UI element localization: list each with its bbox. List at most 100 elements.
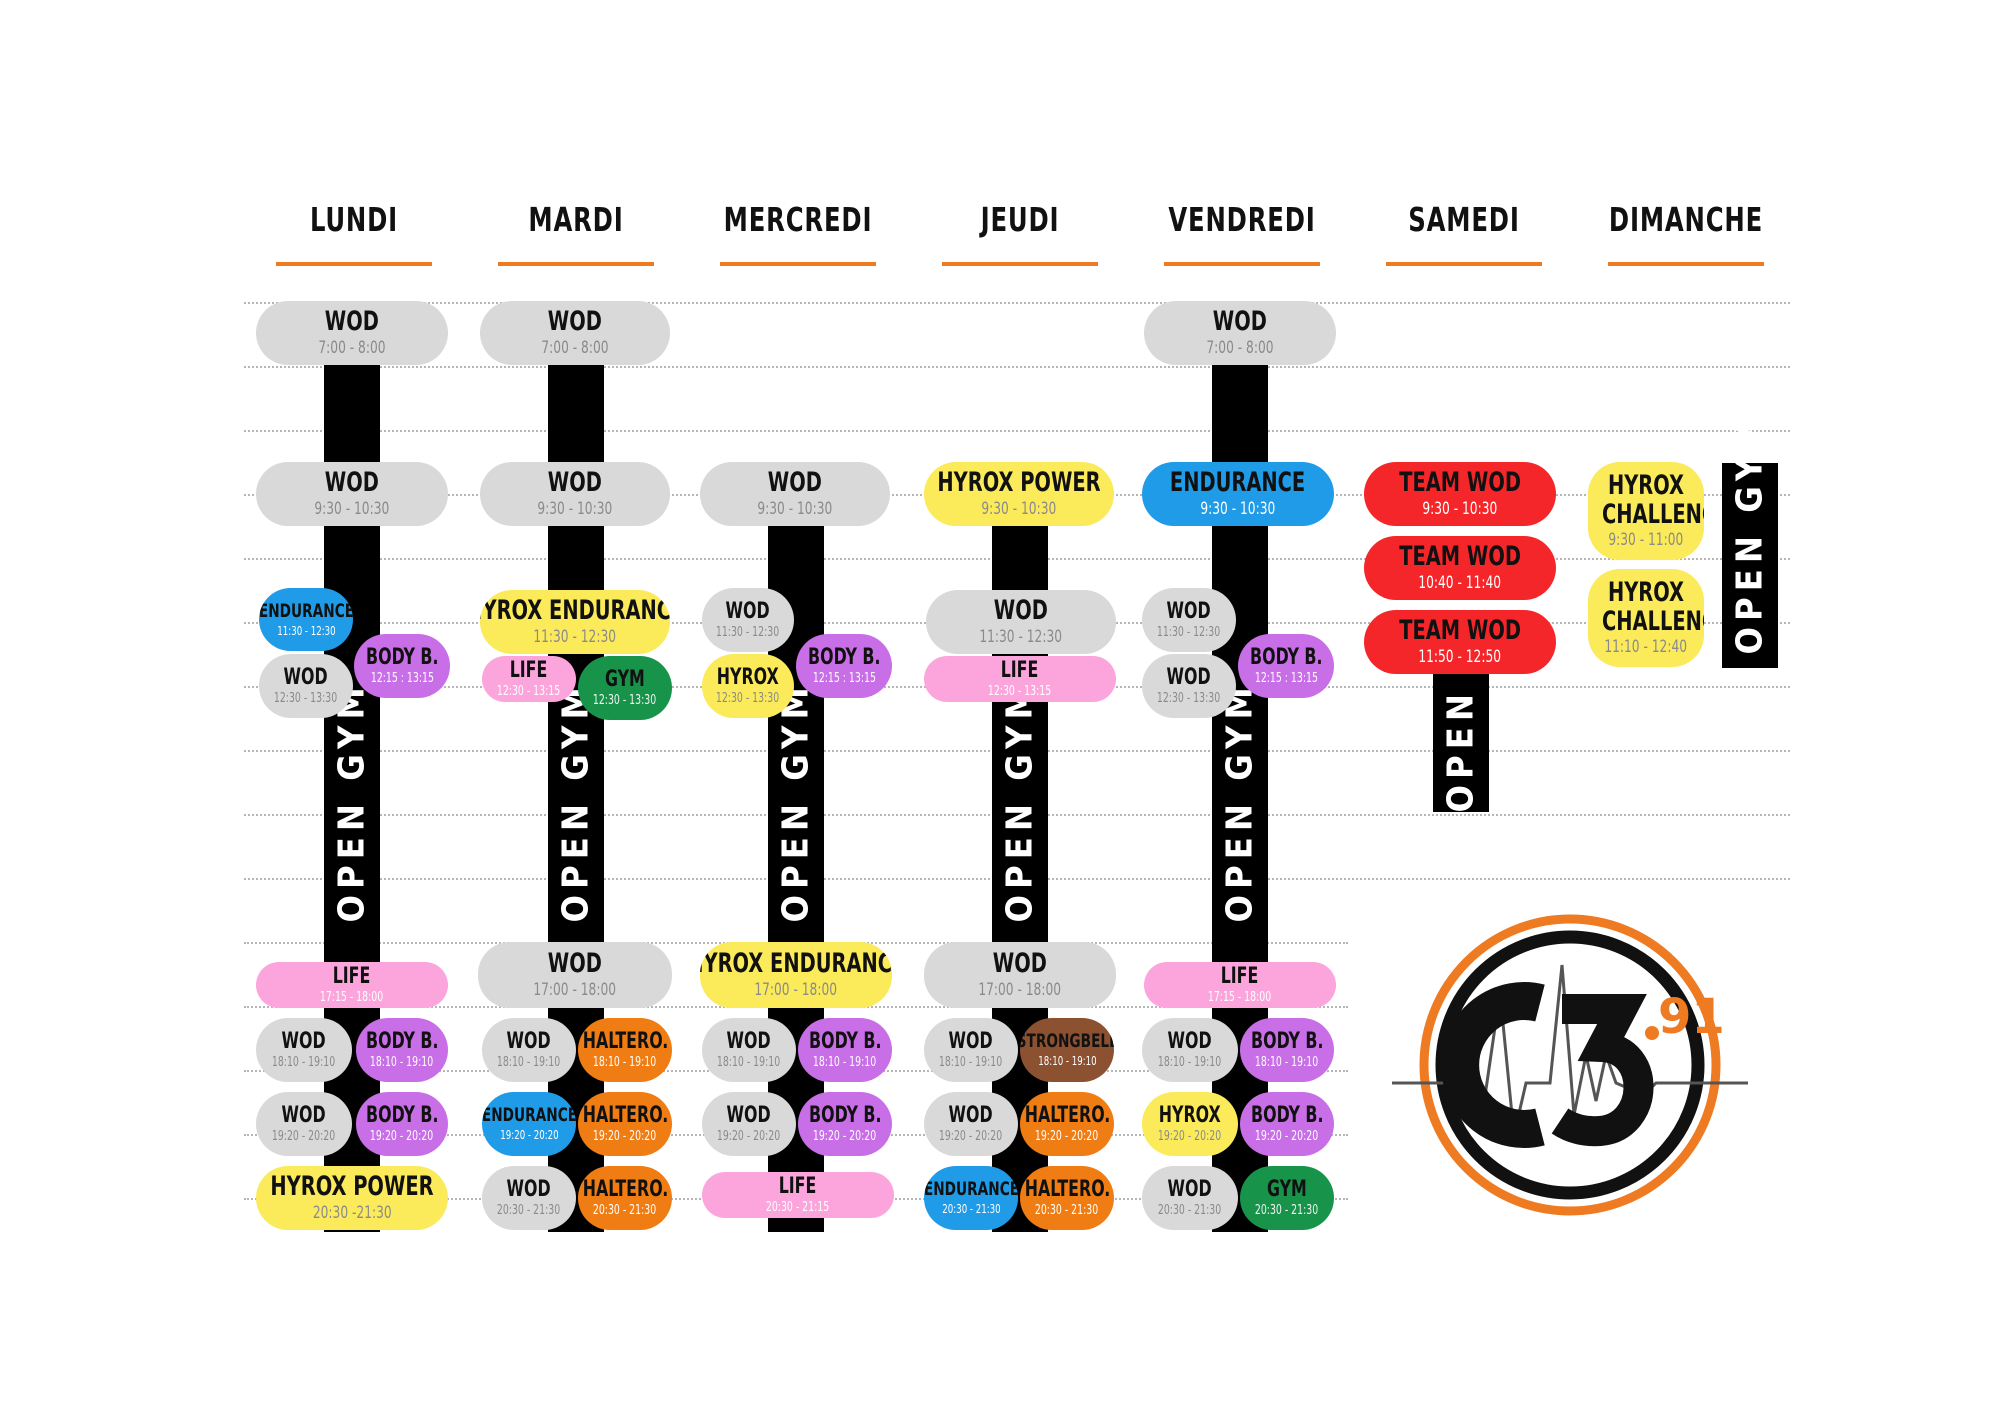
class-name: WOD xyxy=(993,595,1049,627)
class-pill[interactable]: WOD 9:30 - 10:30 xyxy=(480,462,670,526)
class-pill[interactable]: WOD 11:30 - 12:30 xyxy=(702,588,794,652)
class-pill[interactable]: WOD 11:30 - 12:30 xyxy=(926,590,1116,654)
class-pill[interactable]: BODY B. 19:20 - 20:20 xyxy=(798,1092,892,1156)
class-name: HALTERO. xyxy=(1024,1103,1110,1129)
class-pill[interactable]: BODY B. 12:15 : 13:15 xyxy=(796,634,892,698)
class-pill[interactable]: TEAM WOD 9:30 - 10:30 xyxy=(1364,462,1556,526)
class-time: 19:20 - 20:20 xyxy=(272,1129,336,1145)
class-name: HALTERO. xyxy=(582,1177,668,1203)
class-name: HYROX ENDURANCE xyxy=(480,595,670,627)
class-time: 12:30 - 13:30 xyxy=(593,693,657,709)
class-time: 9:30 - 10:30 xyxy=(1200,498,1276,519)
class-pill[interactable]: BODY B. 19:20 - 20:20 xyxy=(1240,1092,1334,1156)
class-pill[interactable]: HYROX CHALLENGE 11:10 - 12:40 xyxy=(1588,569,1704,667)
class-name: TEAM WOD xyxy=(1399,467,1521,499)
class-pill[interactable]: WOD 18:10 - 19:10 xyxy=(1142,1018,1238,1082)
class-name: GYM xyxy=(1267,1177,1307,1203)
class-pill[interactable]: WOD 20:30 - 21:30 xyxy=(1142,1166,1238,1230)
class-time: 9:30 - 10:30 xyxy=(537,498,613,519)
class-name: WOD xyxy=(547,948,603,980)
class-name: WOD xyxy=(324,306,380,338)
class-time: 11:30 - 12:30 xyxy=(979,626,1063,647)
class-pill[interactable]: HALTERO. 20:30 - 21:30 xyxy=(578,1166,672,1230)
class-pill[interactable]: HYROX ENDURANCE 11:30 - 12:30 xyxy=(480,590,670,654)
class-time: 20:30 - 21:15 xyxy=(766,1200,830,1216)
class-name: TEAM WOD xyxy=(1399,615,1521,647)
class-pill[interactable]: HYROX POWER 9:30 - 10:30 xyxy=(924,462,1114,526)
class-time: 12:30 - 13:15 xyxy=(497,684,561,700)
class-pill[interactable]: HYROX 19:20 - 20:20 xyxy=(1142,1092,1238,1156)
class-pill[interactable]: WOD 17:00 - 18:00 xyxy=(924,942,1116,1008)
class-pill[interactable]: TEAM WOD 11:50 - 12:50 xyxy=(1364,610,1556,674)
class-pill[interactable]: WOD 7:00 - 8:00 xyxy=(256,301,448,365)
class-pill[interactable]: WOD 18:10 - 19:10 xyxy=(924,1018,1018,1082)
class-pill[interactable]: GYM 12:30 - 13:30 xyxy=(578,656,672,720)
class-pill[interactable]: BODY B. 18:10 - 19:10 xyxy=(798,1018,892,1082)
class-pill[interactable]: LIFE 12:30 - 13:15 xyxy=(482,656,576,702)
class-pill[interactable]: LIFE 17:15 - 18:00 xyxy=(1144,962,1336,1008)
class-pill[interactable]: WOD 12:30 - 13:30 xyxy=(1142,654,1236,718)
class-pill[interactable]: ENDURANCE 11:30 - 12:30 xyxy=(259,588,353,651)
class-time: 18:10 - 19:10 xyxy=(370,1055,434,1071)
class-pill[interactable]: WOD 19:20 - 20:20 xyxy=(702,1092,796,1156)
class-pill[interactable]: HALTERO. 19:20 - 20:20 xyxy=(578,1092,672,1156)
class-pill[interactable]: BODY B. 12:15 : 13:15 xyxy=(354,634,450,698)
class-pill[interactable]: WOD 9:30 - 10:30 xyxy=(700,462,890,526)
class-name: LIFE xyxy=(333,964,371,990)
class-pill[interactable]: WOD 19:20 - 20:20 xyxy=(924,1092,1018,1156)
class-name: BODY B. xyxy=(1249,645,1323,671)
class-name: LIFE xyxy=(510,658,548,684)
class-pill[interactable]: BODY B. 18:10 - 19:10 xyxy=(1240,1018,1334,1082)
class-pill[interactable]: GYM 20:30 - 21:30 xyxy=(1240,1166,1334,1230)
class-time: 18:10 - 19:10 xyxy=(1158,1055,1222,1071)
class-time: 11:30 - 12:30 xyxy=(276,623,336,638)
class-pill[interactable]: LIFE 12:30 - 13:15 xyxy=(924,656,1116,702)
class-time: 9:30 - 10:30 xyxy=(757,498,833,519)
class-pill[interactable]: HYROX POWER 20:30 -21:30 xyxy=(256,1166,448,1230)
class-pill[interactable]: ENDURANCE 9:30 - 10:30 xyxy=(1142,462,1334,526)
class-pill[interactable]: HYROX 12:30 - 13:30 xyxy=(702,654,794,718)
class-pill[interactable]: WOD 17:00 - 18:00 xyxy=(478,942,672,1008)
class-name: ENDURANCE xyxy=(924,1178,1018,1201)
class-pill[interactable]: WOD 12:30 - 13:30 xyxy=(259,654,353,718)
class-pill[interactable]: HALTERO. 20:30 - 21:30 xyxy=(1020,1166,1114,1230)
class-pill[interactable]: STRONGBELL 18:10 - 19:10 xyxy=(1020,1018,1114,1082)
class-pill[interactable]: WOD 7:00 - 8:00 xyxy=(1144,301,1336,365)
day-header-jeudi: JEUDI xyxy=(980,200,1060,239)
class-time: 18:10 - 19:10 xyxy=(497,1055,561,1071)
class-pill[interactable]: HYROX ENDURANCE 17:00 - 18:00 xyxy=(700,942,892,1008)
class-pill[interactable]: LIFE 17:15 - 18:00 xyxy=(256,962,448,1008)
open-gym-label: OPEN GYM xyxy=(331,681,373,923)
class-pill[interactable]: BODY B. 18:10 - 19:10 xyxy=(356,1018,448,1082)
c3-91-logo: 91 xyxy=(1392,914,1748,1216)
class-name: WOD xyxy=(1212,306,1268,338)
class-pill[interactable]: WOD 7:00 - 8:00 xyxy=(480,301,670,365)
class-pill[interactable]: BODY B. 12:15 : 13:15 xyxy=(1238,634,1334,698)
class-name: BODY B. xyxy=(365,1103,439,1129)
class-pill[interactable]: ENDURANCE 20:30 - 21:30 xyxy=(924,1166,1018,1230)
class-pill[interactable]: WOD 18:10 - 19:10 xyxy=(482,1018,576,1082)
class-time: 20:30 - 21:30 xyxy=(1255,1203,1319,1219)
class-pill[interactable]: HYROX CHALLENGE 9:30 - 11:00 xyxy=(1588,462,1704,560)
class-pill[interactable]: WOD 11:30 - 12:30 xyxy=(1142,588,1236,652)
class-name: WOD xyxy=(506,1177,552,1203)
class-pill[interactable]: WOD 18:10 - 19:10 xyxy=(702,1018,796,1082)
class-pill[interactable]: HALTERO. 18:10 - 19:10 xyxy=(578,1018,672,1082)
open-gym-label: OPEN GYM xyxy=(1729,413,1771,655)
class-time: 18:10 - 19:10 xyxy=(593,1055,657,1071)
class-time: 12:15 : 13:15 xyxy=(1254,671,1318,687)
class-pill[interactable]: WOD 19:20 - 20:20 xyxy=(256,1092,352,1156)
open-gym-bar-dimanche xyxy=(1722,463,1778,668)
class-pill[interactable]: LIFE 20:30 - 21:15 xyxy=(702,1172,894,1218)
class-pill[interactable]: ENDURANCE 19:20 - 20:20 xyxy=(482,1092,576,1156)
class-name: HYROX xyxy=(717,665,779,691)
class-pill[interactable]: TEAM WOD 10:40 - 11:40 xyxy=(1364,536,1556,600)
class-pill[interactable]: BODY B. 19:20 - 20:20 xyxy=(356,1092,448,1156)
class-name: WOD xyxy=(767,467,823,499)
class-time: 11:10 - 12:40 xyxy=(1604,636,1688,657)
class-pill[interactable]: HALTERO. 19:20 - 20:20 xyxy=(1020,1092,1114,1156)
class-time: 12:15 : 13:15 xyxy=(812,671,876,687)
class-pill[interactable]: WOD 18:10 - 19:10 xyxy=(256,1018,352,1082)
class-pill[interactable]: WOD 20:30 - 21:30 xyxy=(482,1166,576,1230)
class-pill[interactable]: WOD 9:30 - 10:30 xyxy=(256,462,448,526)
